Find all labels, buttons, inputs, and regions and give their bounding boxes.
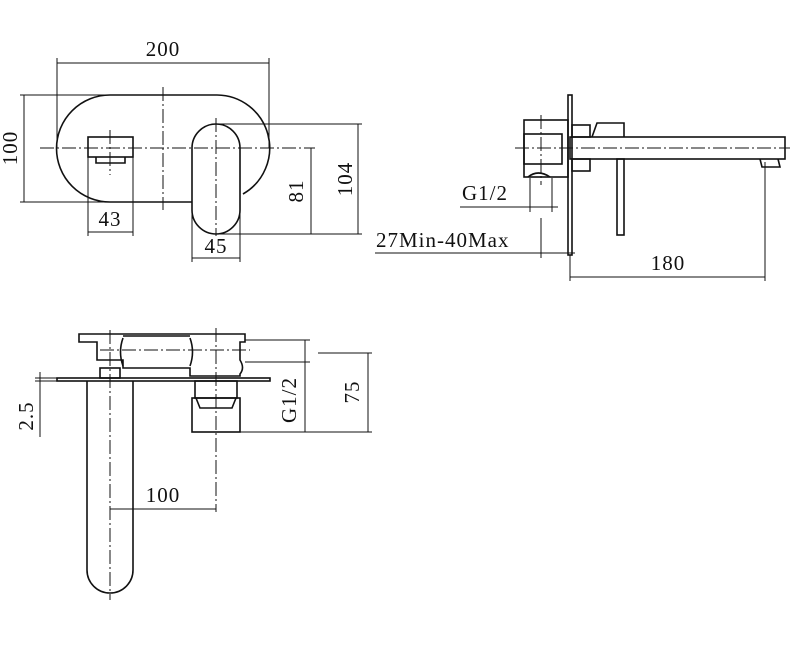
aerator: [759, 158, 782, 168]
backplate-outline: [55, 94, 271, 203]
dim-g12-side: G1/2: [462, 181, 508, 205]
dim-line: [56, 58, 270, 148]
dim-line: [318, 352, 372, 432]
dim-75: 75: [340, 381, 364, 404]
front-view: 2.5 G1/2 75 100: [14, 328, 372, 600]
dim-line: [216, 148, 362, 235]
dim-104: 104: [333, 162, 357, 197]
dim-line: [216, 123, 362, 234]
dim-line: [240, 339, 372, 433]
valve-body: [78, 333, 246, 377]
valve-cartridge: [523, 133, 563, 165]
lever-handle: [616, 158, 625, 236]
dim-100-height: 100: [0, 131, 22, 166]
collar: [571, 158, 591, 172]
dim-line: [460, 178, 558, 212]
dim-100-centers: 100: [146, 483, 181, 507]
top-view: 200 100 43 45 81 104: [0, 37, 362, 262]
dim-180: 180: [651, 251, 686, 275]
collar: [571, 124, 591, 138]
dim-g12-front: G1/2: [277, 377, 301, 423]
dim-line: [375, 218, 575, 258]
dim-line: [35, 372, 57, 437]
wall-plate: [56, 377, 271, 382]
dim-line: [191, 210, 241, 262]
dim-line: [87, 157, 134, 236]
body-waist: [119, 335, 194, 367]
dim-45: 45: [205, 234, 228, 258]
side-view: G1/2 27Min-40Max 180: [375, 94, 790, 281]
spout: [86, 381, 134, 594]
dim-line: [569, 162, 766, 281]
dim-43: 43: [99, 207, 122, 231]
dim-line: [20, 94, 110, 203]
dim-81: 81: [284, 180, 308, 203]
lever-top: [591, 122, 625, 138]
dim-200: 200: [146, 37, 181, 61]
dim-wall-range: 27Min-40Max: [376, 228, 510, 252]
inlet: [527, 172, 551, 178]
dim-2-5: 2.5: [14, 401, 38, 430]
